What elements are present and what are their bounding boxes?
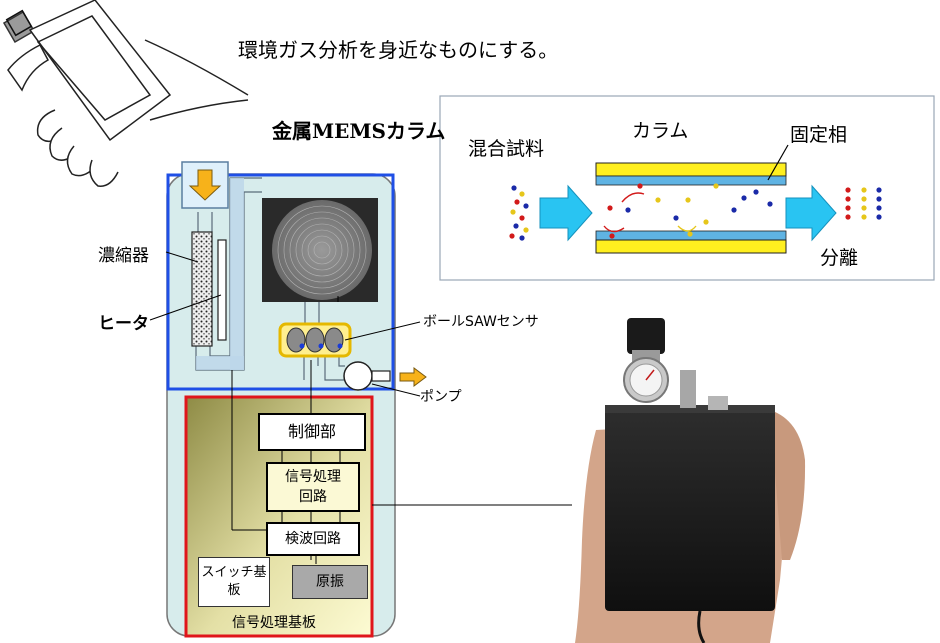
mems-disk [272, 200, 372, 300]
adsorption-arrows [603, 192, 697, 233]
heater-label: ヒータ [98, 314, 149, 334]
heater [217, 239, 227, 341]
right-arrow-icon [399, 367, 427, 387]
device-photo-icon [575, 318, 806, 643]
switch-board-label: スイッチ基 板 [201, 565, 267, 598]
hand-outline-icon [2, 0, 249, 187]
pump-label: ポンプ [420, 389, 462, 405]
oscillator-label: 原振 [316, 574, 344, 590]
gas-section-frame [166, 173, 395, 391]
signal-board-label: 信号処理基板 [232, 615, 316, 631]
page-title: 環境ガス分析を身近なものにする。 [238, 38, 559, 62]
control-unit-box: 制御部 [258, 413, 366, 451]
outlet-arrow-icon [785, 184, 837, 242]
separated-dots [845, 187, 882, 220]
mixed-sample-label: 混合試料 [468, 138, 545, 160]
saw-balls [286, 327, 344, 353]
switch-board-box: スイッチ基 板 [198, 557, 270, 607]
mems-spiral [277, 205, 367, 295]
pump [343, 361, 373, 391]
column-label: カラム [632, 120, 689, 142]
pipe-fill-2 [196, 356, 244, 370]
signal-processing-circuit-box: 信号処理 回路 [266, 462, 360, 512]
saw-sensor-label: ボールSAWセンサ [423, 314, 539, 330]
concentrator [191, 231, 213, 347]
mems-column-label: 金属MEMSカラム [272, 119, 446, 143]
control-unit-label: 制御部 [287, 422, 336, 441]
pipe-fill-1 [230, 178, 244, 370]
detection-circuit-label: 検波回路 [285, 531, 341, 547]
mixed-sample-dots [509, 185, 529, 241]
leader-lines [149, 251, 572, 506]
stationary-phase-label: 固定相 [790, 124, 848, 146]
stationary-phase-leader [767, 144, 789, 181]
signal-processing-circuit-label: 信号処理 回路 [285, 469, 341, 505]
column-molecules [607, 183, 773, 239]
pump-outlet [371, 370, 391, 382]
oscillator-box: 原振 [292, 565, 368, 599]
down-arrow-icon [188, 169, 222, 201]
concentrator-label: 濃縮器 [98, 246, 149, 266]
separation-label: 分離 [820, 247, 859, 269]
inlet-arrow-icon [539, 184, 593, 242]
detection-circuit-box: 検波回路 [266, 522, 360, 556]
